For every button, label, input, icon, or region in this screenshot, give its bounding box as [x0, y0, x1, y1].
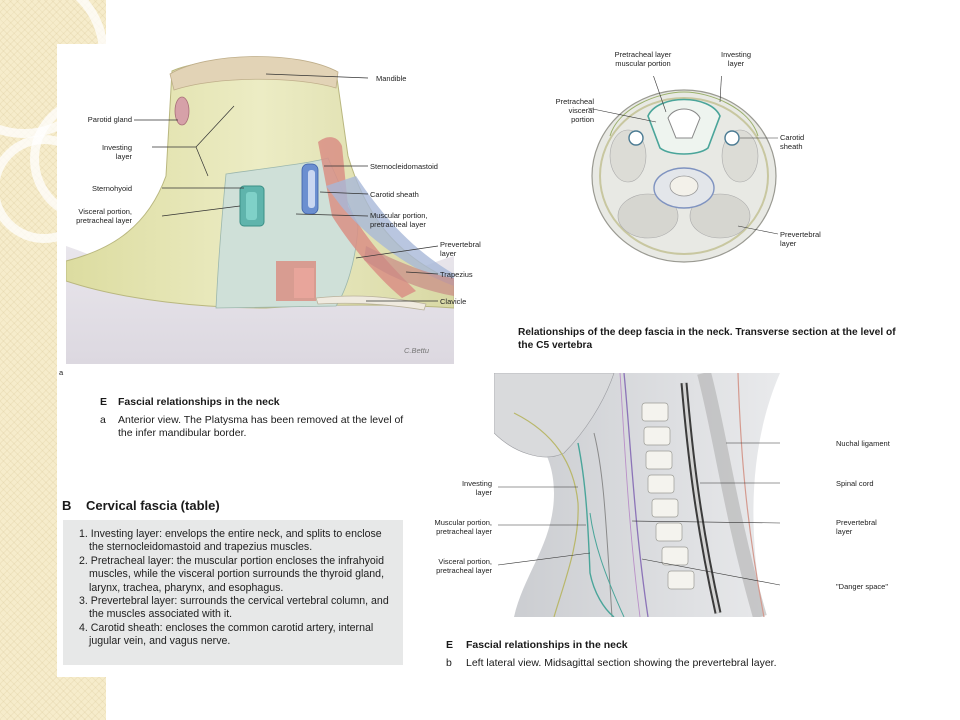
- caption-a-text: Anterior view. The Platysma has been rem…: [118, 414, 404, 439]
- sagittal-section-illustration: [494, 373, 780, 617]
- label-clavicle: Clavicle: [440, 297, 467, 306]
- label-investing-layer: Investing layer: [101, 143, 132, 161]
- table-letter: B: [62, 498, 72, 513]
- transverse-section-illustration: [588, 76, 779, 263]
- caption-b-letter: E: [446, 639, 454, 651]
- label-visceral-portion-sagittal: Visceral portion, pretracheal layer: [436, 557, 492, 575]
- caption-a-sub-letter: a: [100, 414, 106, 426]
- table-item: 2. Pretracheal layer: the muscular porti…: [79, 554, 385, 594]
- table-item: 3. Prevertebral layer: surrounds the cer…: [79, 595, 389, 621]
- caption-b-title: Fascial relationships in the neck: [466, 639, 628, 651]
- caption-a-title: Fascial relationships in the neck: [118, 396, 280, 408]
- label-pretracheal-muscular: Pretracheal layer muscular portion: [614, 50, 672, 68]
- label-spinal-cord: Spinal cord: [836, 479, 874, 488]
- label-prevertebral-sagittal: Prevertebral layer: [836, 518, 877, 536]
- transverse-caption: Relationships of the deep fascia in the …: [518, 327, 896, 351]
- label-sternocleidomastoid: Sternocleidomastoid: [370, 162, 438, 171]
- caption-b-sub-letter: b: [446, 657, 452, 669]
- cervical-fascia-table: 1. Investing layer: envelops the entire …: [63, 520, 403, 665]
- label-prevertebral-transverse: Prevertebral layer: [780, 230, 821, 248]
- label-investing-sagittal: Investing layer: [461, 479, 492, 497]
- caption-a-letter: E: [100, 396, 108, 408]
- figure-a-panel-letter: a: [59, 368, 64, 377]
- label-muscular-portion-sagittal: Muscular portion, pretracheal layer: [434, 518, 492, 536]
- table-item: 1. Investing layer: envelops the entire …: [79, 528, 382, 554]
- label-nuchal-ligament: Nuchal ligament: [836, 439, 890, 448]
- label-investing-transverse: Investing layer: [720, 50, 752, 68]
- caption-b-text: Left lateral view. Midsagittal section s…: [466, 657, 777, 669]
- table-item: 4. Carotid sheath: encloses the common c…: [79, 621, 374, 648]
- label-carotid-sheath-transverse: Carotid sheath: [780, 133, 805, 151]
- label-mandible: Mandible: [376, 74, 407, 83]
- label-sternohyoid: Sternohyoid: [91, 184, 132, 193]
- label-parotid-gland: Parotid gland: [87, 115, 132, 124]
- label-visceral-portion: Visceral portion, pretracheal layer: [76, 207, 132, 225]
- label-muscular-portion: Muscular portion, pretracheal layer: [370, 211, 428, 229]
- label-carotid-sheath: Carotid sheath: [370, 190, 419, 199]
- label-prevertebral-layer: Prevertebral layer: [440, 240, 481, 258]
- label-danger-space: "Danger space": [836, 582, 889, 591]
- illustrator-signature: C.Bettu: [404, 346, 430, 355]
- table-title: Cervical fascia (table): [86, 498, 220, 513]
- label-trapezius: Trapezius: [440, 270, 473, 279]
- anterior-neck-illustration: [66, 56, 454, 364]
- label-pretracheal-visceral: Pretracheal visceral portion: [555, 97, 594, 124]
